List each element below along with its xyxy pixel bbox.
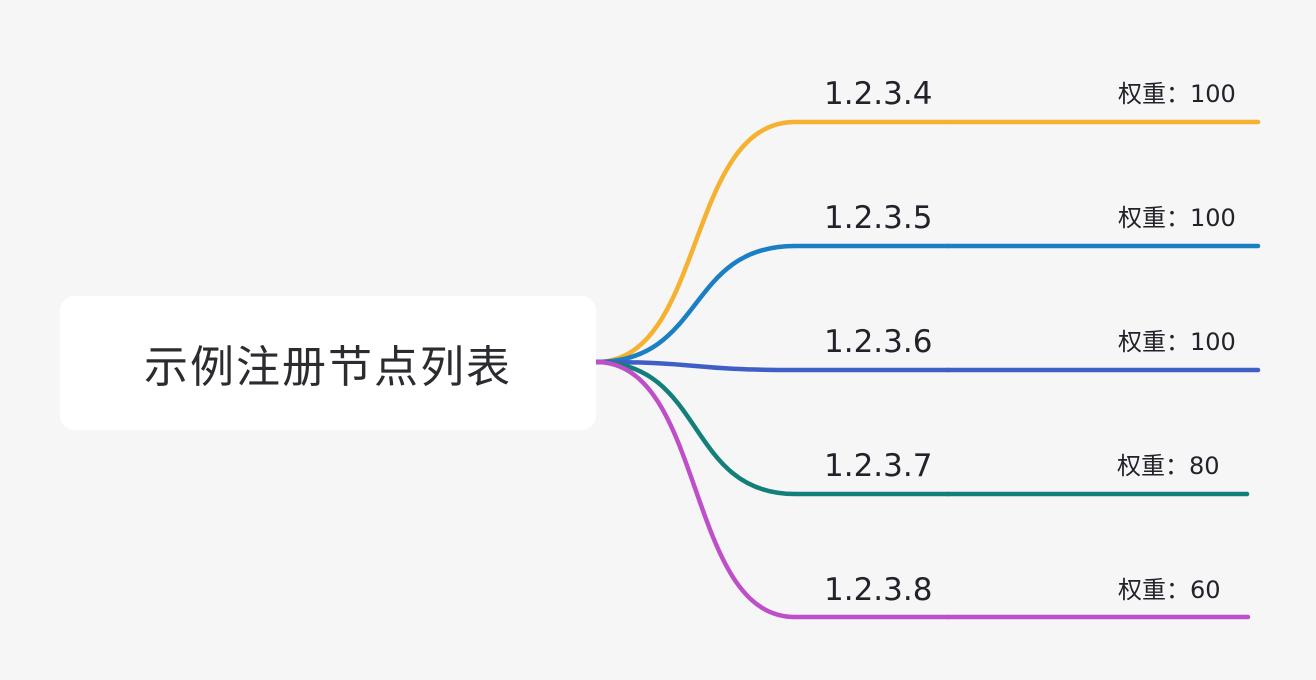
branch-1-connector	[593, 119, 951, 365]
branch-5-weight: 权重：60	[1118, 576, 1221, 604]
branch-3-connector	[593, 359, 951, 373]
branch-4-connector	[593, 359, 951, 497]
branch-5-connector	[593, 359, 951, 620]
branch-3-weight: 权重：100	[1118, 328, 1236, 356]
branch-3-ip[interactable]: 1.2.3.6	[824, 324, 933, 360]
branch-5-ip[interactable]: 1.2.3.8	[824, 572, 933, 608]
branch-2-weight: 权重：100	[1118, 204, 1236, 232]
branch-1-ip[interactable]: 1.2.3.4	[824, 76, 933, 112]
root-node[interactable]: 示例注册节点列表	[60, 296, 596, 430]
branch-4-weight: 权重：80	[1117, 452, 1220, 480]
branch-1-weight: 权重：100	[1118, 80, 1236, 108]
branch-2-ip[interactable]: 1.2.3.5	[824, 200, 933, 236]
root-node-title: 示例注册节点列表	[144, 342, 512, 393]
branch-2-connector	[593, 243, 951, 365]
branch-4-ip[interactable]: 1.2.3.7	[824, 448, 933, 484]
